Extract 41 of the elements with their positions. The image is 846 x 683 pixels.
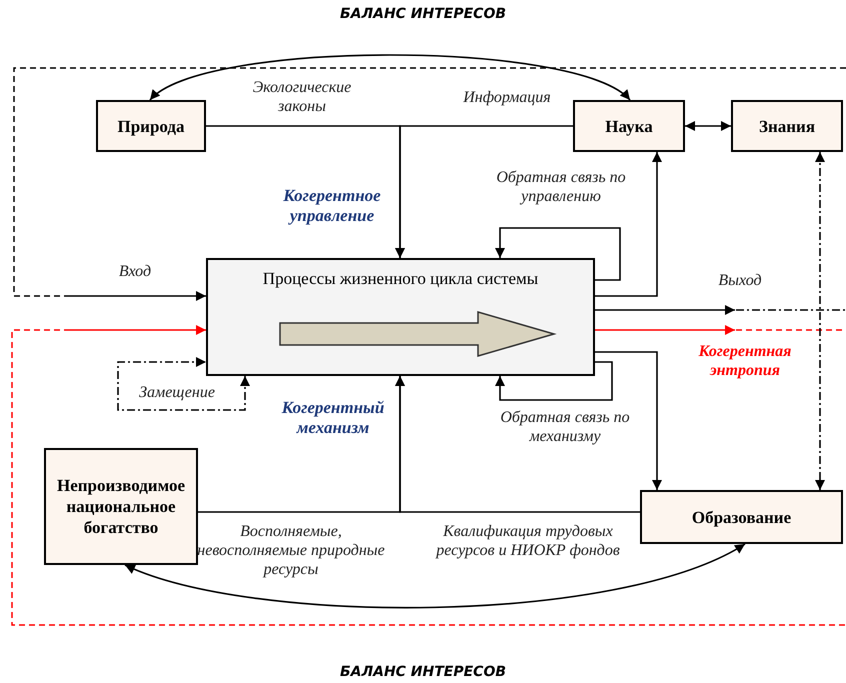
edge-label: Обратная связь по управлению: [495, 168, 627, 206]
edge-label: Выход: [717, 271, 763, 290]
edge-label: Восполняемые, невосполняемые природные ресурсы: [196, 522, 386, 579]
edge-label: Замещение: [138, 383, 216, 402]
edge-label: Квалификация трудовых ресурсов и НИОКР фондов: [434, 522, 621, 560]
arrow: [395, 125, 573, 258]
edge-label: Когерентная энтропия: [698, 342, 792, 380]
box: [573, 100, 685, 152]
process-box: [206, 258, 595, 376]
node-text: Образование: [692, 506, 792, 528]
heading-text: БАЛАНС ИНТЕРЕСОВ: [338, 664, 508, 680]
note-text: Когерентный механизм: [280, 398, 386, 438]
arrow: [685, 121, 731, 131]
box: [96, 100, 206, 152]
node-text: Процессы жизненного цикла системы: [262, 268, 538, 289]
arrow: [117, 357, 250, 411]
edge-label: Информация: [462, 88, 552, 107]
note-text: Когерентное управление: [282, 186, 382, 226]
node-text: Природа: [117, 116, 185, 136]
node-text: Наука: [605, 116, 653, 136]
arrow: [595, 305, 735, 315]
edge-label: Экологические законы: [252, 78, 352, 116]
arrow: [815, 152, 825, 490]
arrow: [495, 361, 613, 401]
arrow: [495, 227, 621, 281]
arrow: [70, 325, 206, 335]
arrow: [595, 325, 735, 335]
arrow: [395, 376, 640, 513]
arrow: [70, 291, 206, 301]
arrow: [124, 543, 746, 608]
arrow: [595, 152, 662, 297]
arrow: [595, 351, 662, 490]
box: [44, 448, 198, 565]
node-text: Знания: [758, 116, 816, 136]
box: [640, 490, 843, 544]
node-text: Непроизводимое национальное богатство: [56, 475, 186, 538]
box: [731, 100, 843, 152]
edge-label: Вход: [118, 262, 152, 281]
arrow: [150, 54, 630, 101]
heading-text: БАЛАНС ИНТЕРЕСОВ: [338, 6, 508, 22]
edge-label: Обратная связь по механизму: [499, 408, 631, 446]
